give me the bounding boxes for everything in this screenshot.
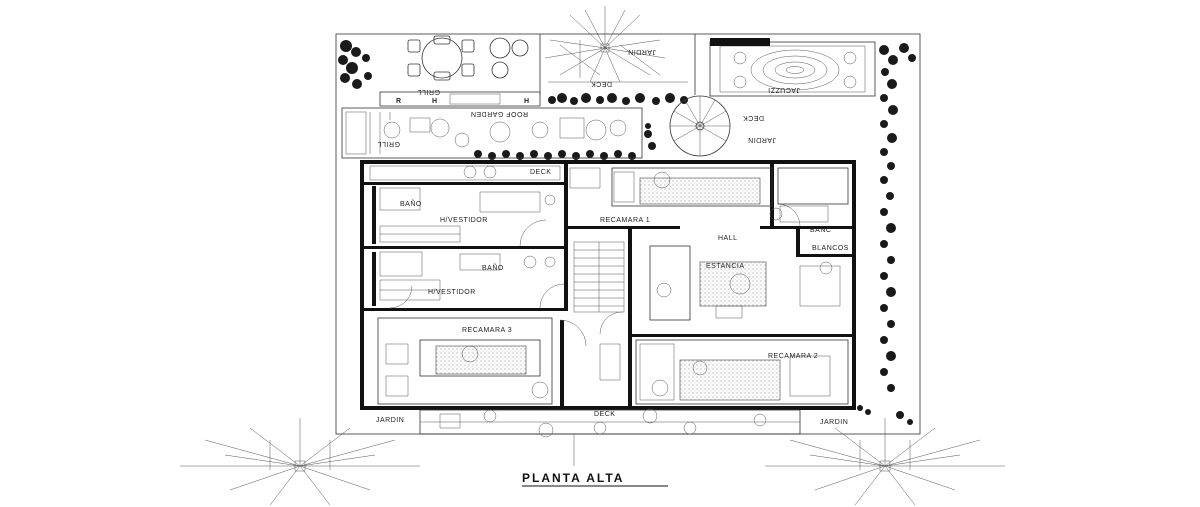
label-vestidor-2: H/VESTIDOR bbox=[428, 289, 476, 296]
label-banc: BANC bbox=[810, 227, 831, 234]
bed-recamara-3 bbox=[377, 317, 621, 405]
label-grill-h2: H bbox=[524, 98, 530, 105]
jacuzzi-coping bbox=[710, 38, 770, 46]
label-grill-top: GRILL bbox=[417, 88, 440, 95]
label-jardin-bottom-right: JARDIN bbox=[820, 419, 848, 426]
label-recamara-1: RECAMARA 1 bbox=[600, 217, 650, 224]
grill-unit bbox=[449, 93, 501, 105]
label-jardin-top: JARDIN bbox=[628, 48, 656, 55]
dining-table-top bbox=[407, 35, 529, 81]
tree-symbol-bottom-right bbox=[765, 418, 1005, 506]
hall-cabinet bbox=[569, 167, 601, 189]
label-hall: HALL bbox=[718, 235, 738, 242]
shrub-column-right bbox=[879, 43, 916, 392]
jacuzzi-tub bbox=[709, 41, 876, 97]
deck-bottom bbox=[419, 408, 801, 466]
tree-symbol-bottom-left bbox=[180, 418, 420, 506]
label-jardin-right: JARDIN bbox=[748, 136, 776, 143]
label-jardin-bottom-left: JARDIN bbox=[376, 417, 404, 424]
label-bano-2: BAÑO bbox=[482, 263, 504, 272]
label-grill-left: GRILL bbox=[377, 140, 400, 147]
grill-counter-left bbox=[345, 111, 367, 155]
label-bano-1: BAÑO bbox=[400, 199, 422, 208]
label-recamara-2: RECAMARA 2 bbox=[768, 353, 818, 360]
label-deck-small: DECK bbox=[530, 169, 551, 176]
label-recamara-3: RECAMARA 3 bbox=[462, 327, 512, 334]
plan-title: PLANTA ALTA bbox=[522, 471, 624, 485]
roof-garden-furniture bbox=[369, 112, 627, 154]
label-vestidor-1: H/VESTIDOR bbox=[440, 217, 488, 224]
bathroom-2-fixtures bbox=[379, 251, 556, 301]
label-deck-bottom: DECK bbox=[594, 411, 615, 418]
roof-garden-area bbox=[341, 107, 643, 159]
bed-recamara-2 bbox=[635, 339, 849, 405]
grill-counter-top bbox=[379, 91, 541, 107]
house-walls bbox=[360, 160, 856, 410]
shrub-column-left bbox=[338, 40, 372, 89]
bed-recamara-1 bbox=[611, 167, 849, 223]
label-roof-garden: ROOF GARDEN bbox=[470, 110, 528, 117]
estancia-furniture bbox=[649, 245, 841, 321]
spiral-stair bbox=[669, 95, 731, 157]
label-estancia: ESTANCIA bbox=[706, 263, 745, 270]
label-grill-r: R bbox=[396, 98, 402, 105]
label-grill-h1: H bbox=[432, 98, 438, 105]
label-deck-top: DECK bbox=[591, 80, 612, 87]
label-blancos: BLANCOS bbox=[812, 245, 849, 252]
bathroom-1-fixtures bbox=[369, 165, 561, 243]
door-swings bbox=[389, 203, 801, 347]
main-stair bbox=[573, 241, 625, 313]
label-jacuzzi: JACUZZI bbox=[768, 86, 800, 93]
deck-boards-top bbox=[548, 40, 688, 83]
tree-symbol-top bbox=[544, 6, 666, 83]
label-deck-right: DECK bbox=[743, 114, 764, 121]
